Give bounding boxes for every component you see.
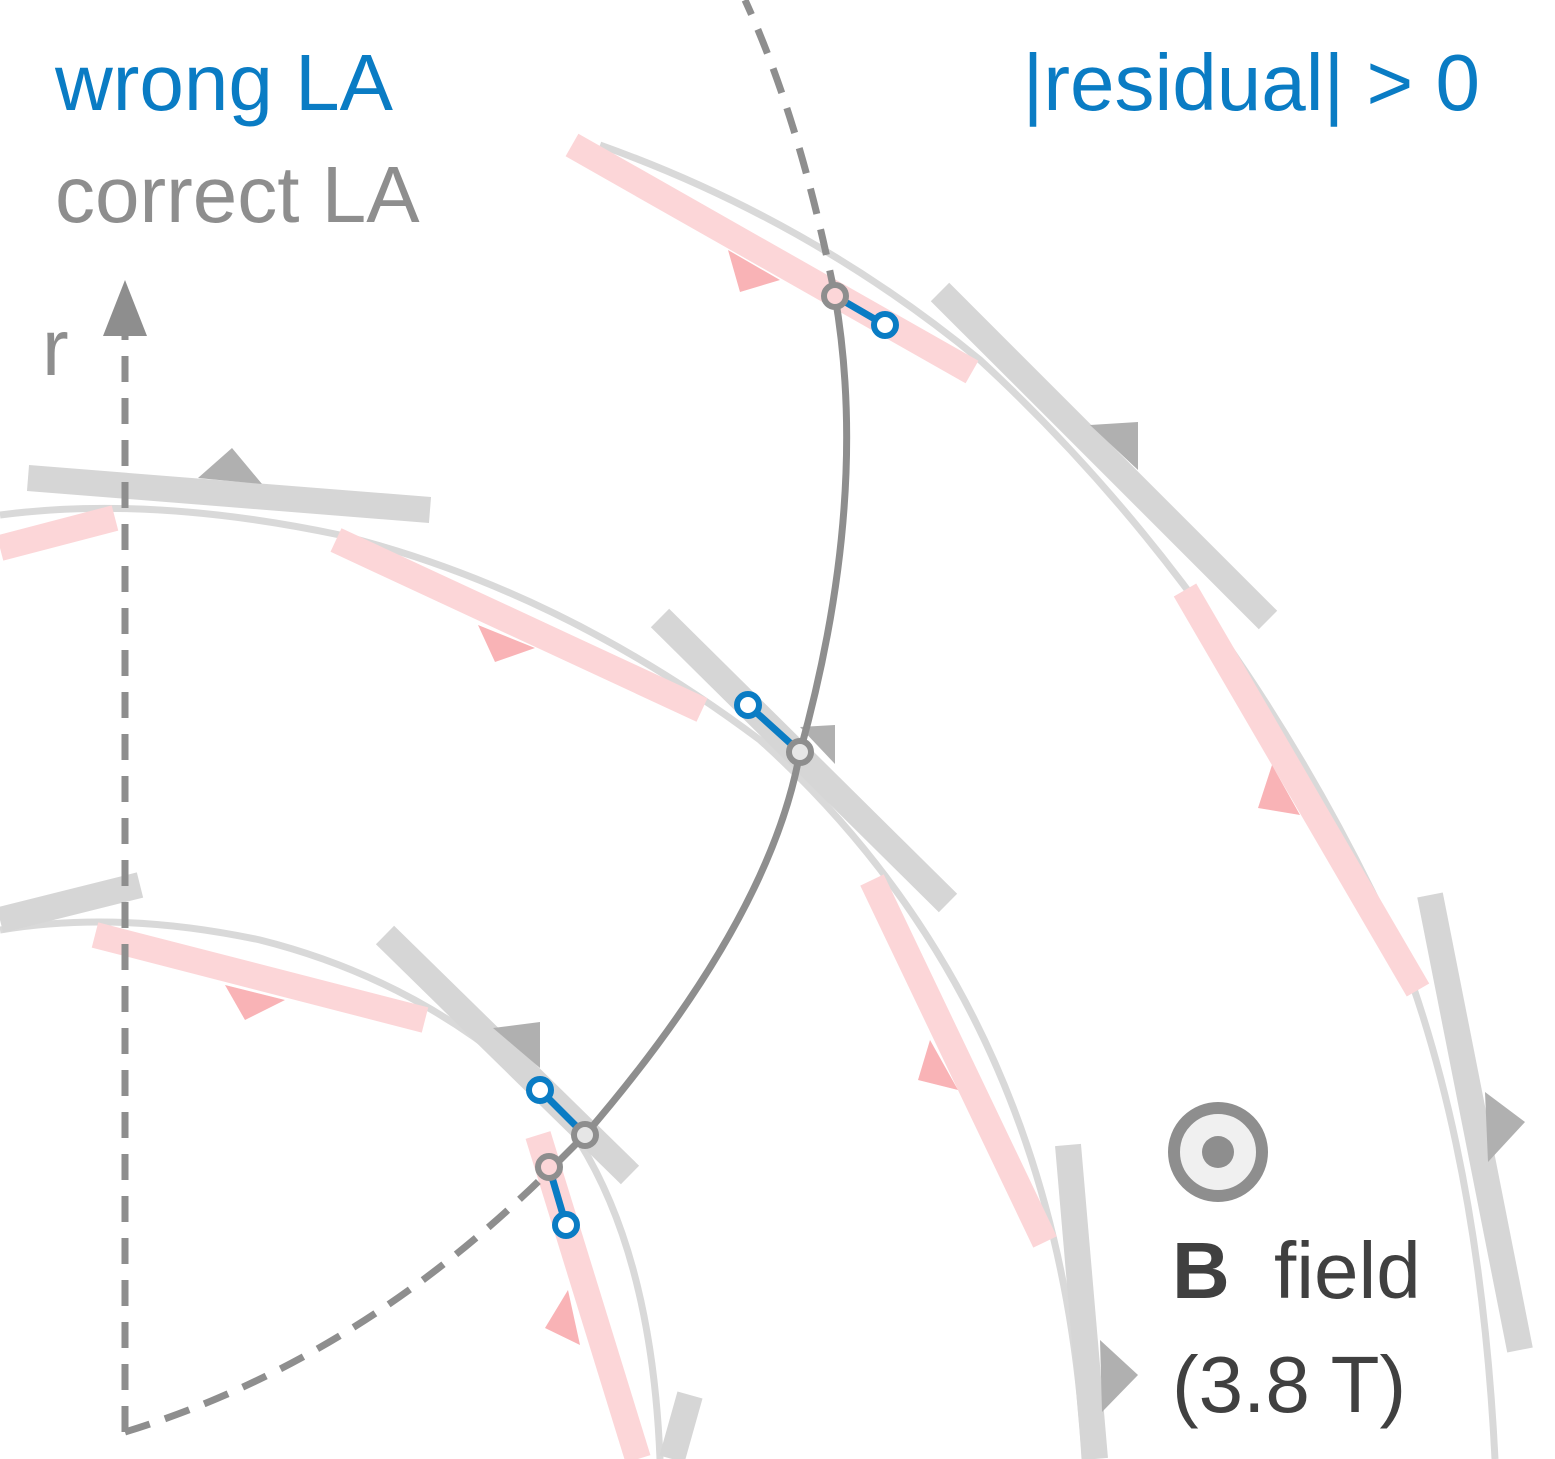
hit-correct — [821, 282, 849, 310]
hits-wrong — [526, 311, 899, 1239]
arrow-correct — [1100, 1340, 1138, 1412]
arrow-correct — [493, 1022, 540, 1068]
hit-wrong — [552, 1211, 580, 1239]
module-wrong — [91, 922, 429, 1033]
module-correct — [1417, 892, 1533, 1353]
radial-axis — [103, 280, 147, 1432]
module-wrong — [565, 133, 979, 384]
layer-arc-inner — [0, 918, 664, 1459]
residual-label: |residual| > 0 — [1023, 38, 1480, 127]
arrow-correct — [1090, 422, 1138, 470]
arrow-up-icon — [103, 280, 147, 336]
legend-wrong-label: wrong LA — [54, 38, 394, 127]
field-symbol: B — [1172, 1226, 1230, 1315]
module-correct — [1055, 1143, 1108, 1459]
arrow-correct — [1485, 1092, 1525, 1162]
module-correct — [659, 1391, 703, 1459]
out-of-page-field-icon — [1168, 1102, 1268, 1202]
field-value: (3.8 T) — [1172, 1340, 1406, 1429]
track-dashed-upper — [741, 0, 839, 297]
arrow-wrong — [1258, 765, 1300, 815]
hit-wrong — [526, 1076, 554, 1104]
track-dashed-lower — [123, 1165, 555, 1436]
module-correct — [0, 872, 144, 933]
hit-wrong — [871, 311, 899, 339]
arrow-wrong — [918, 1040, 958, 1090]
hit-correct — [535, 1153, 563, 1181]
module-correct — [26, 465, 432, 523]
module-wrong — [330, 528, 708, 722]
module-wrong — [860, 874, 1057, 1248]
module-correct — [930, 282, 1278, 630]
arrow-correct — [198, 448, 262, 484]
field-word: field — [1274, 1226, 1421, 1315]
radial-axis-label: r — [42, 303, 69, 392]
module-wrong — [1173, 583, 1430, 997]
module-wrong — [0, 505, 119, 561]
arrow-wrong — [478, 625, 535, 662]
arrow-wrong — [225, 985, 285, 1020]
hit-correct — [786, 738, 814, 766]
field-label: B field — [1172, 1226, 1421, 1315]
arrows-wrong — [225, 250, 1300, 1345]
hit-wrong — [734, 691, 762, 719]
hits-correct — [535, 282, 849, 1181]
arrow-correct — [800, 725, 835, 764]
arrows-correct — [198, 422, 1525, 1412]
modules-correct — [0, 282, 1533, 1459]
hit-correct — [571, 1121, 599, 1149]
track-solid — [549, 295, 851, 1171]
arrow-wrong — [545, 1290, 580, 1345]
layer-arc-middle — [0, 504, 1089, 1459]
legend-correct-label: correct LA — [55, 150, 420, 239]
arrow-wrong — [728, 250, 780, 292]
